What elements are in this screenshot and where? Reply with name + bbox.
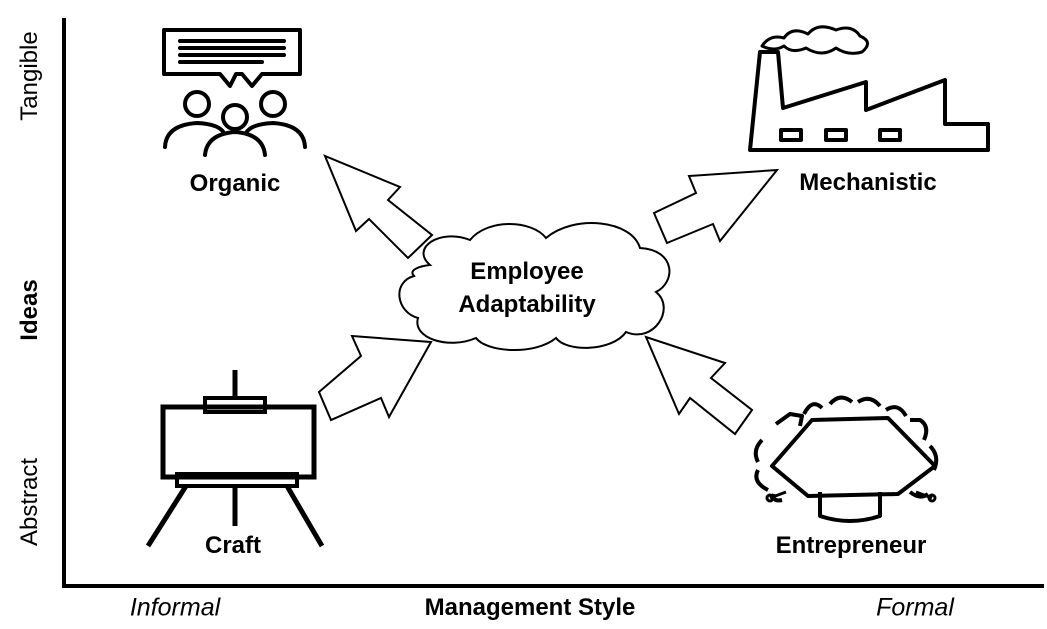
easel-icon bbox=[145, 370, 325, 548]
center-node-line1: Employee bbox=[470, 258, 584, 285]
entrepreneur-label: Entrepreneur bbox=[775, 532, 927, 559]
x-axis-right-label: Formal bbox=[876, 593, 954, 622]
arrows bbox=[317, 154, 780, 436]
x-axis-title: Management Style bbox=[424, 594, 636, 621]
x-axis-left-label: Informal bbox=[129, 593, 221, 622]
center-node-line2: Adaptability bbox=[458, 291, 596, 318]
cloud-shape bbox=[398, 222, 671, 351]
factory-icon bbox=[748, 25, 990, 152]
arrow-to-mechanistic bbox=[652, 168, 780, 245]
axes bbox=[62, 18, 1044, 588]
mechanistic-label: Mechanistic bbox=[799, 169, 937, 196]
arrow-to-organic bbox=[323, 154, 434, 260]
y-axis-top-label: Tangible bbox=[16, 31, 43, 121]
y-axis-bottom-label: Abstract bbox=[16, 457, 43, 547]
arrow-to-entrepreneur-side bbox=[644, 335, 754, 436]
y-axis-title: Ideas bbox=[16, 279, 43, 341]
boardroom-table-icon bbox=[753, 395, 939, 523]
arrow-to-craft-side bbox=[317, 334, 433, 422]
craft-label: Craft bbox=[204, 532, 262, 559]
meeting-speech-icon bbox=[162, 28, 307, 157]
organic-label: Organic bbox=[189, 170, 281, 197]
